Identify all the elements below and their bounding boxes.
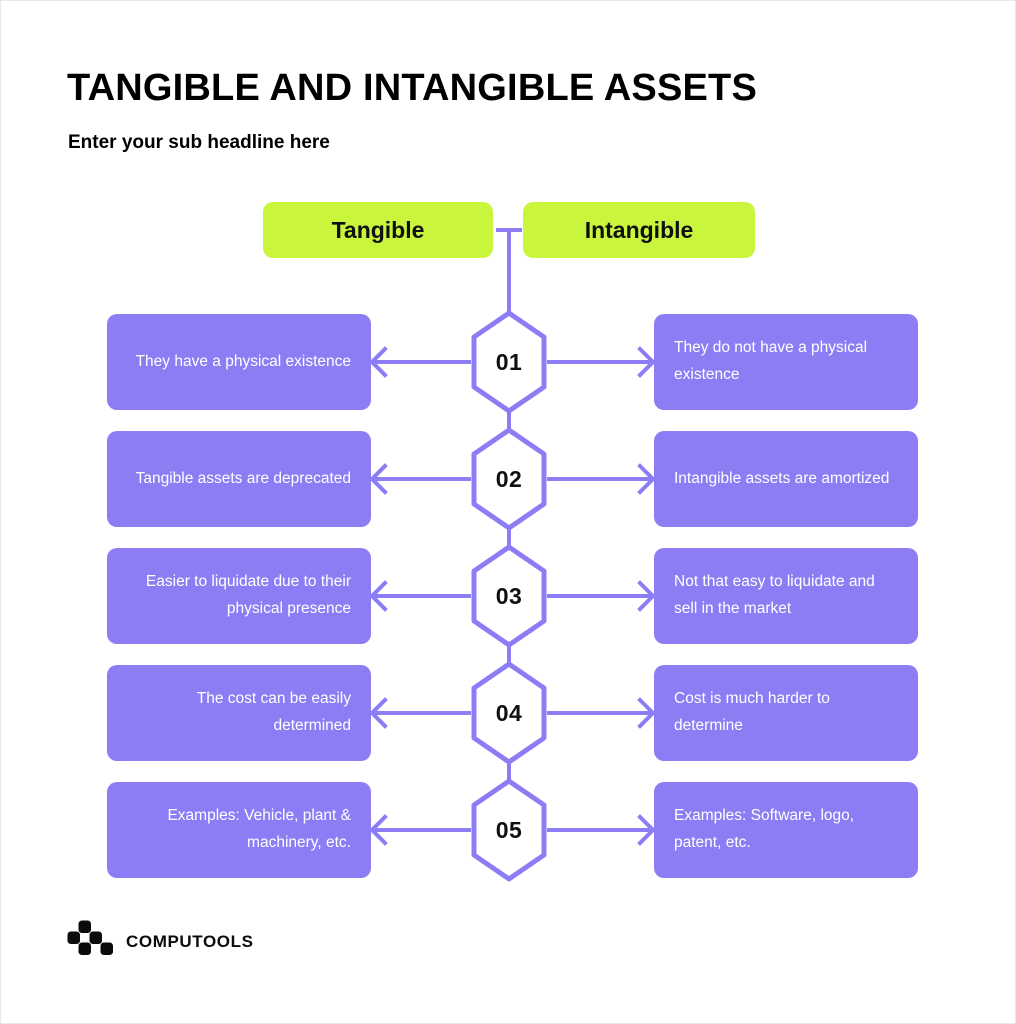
computools-logo-icon	[67, 920, 113, 955]
comparison-row: They have a physical existence 01 They d…	[1, 310, 1015, 414]
tangible-point-card: They have a physical existence	[107, 314, 371, 410]
step-number: 03	[495, 582, 523, 609]
column-header-tangible: Tangible	[263, 202, 493, 258]
comparison-row: Examples: Vehicle, plant & machinery, et…	[1, 778, 1015, 882]
tangible-point-card: Examples: Vehicle, plant & machinery, et…	[107, 782, 371, 878]
intangible-point-card: Not that easy to liquidate and sell in t…	[654, 548, 918, 644]
intangible-point-card: They do not have a physical existence	[654, 314, 918, 410]
tangible-point-card: Easier to liquidate due to their physica…	[107, 548, 371, 644]
step-number: 04	[495, 699, 523, 726]
step-number: 05	[495, 816, 523, 843]
intangible-point-card: Examples: Software, logo, patent, etc.	[654, 782, 918, 878]
tangible-point-card: The cost can be easily determined	[107, 665, 371, 761]
comparison-row: Easier to liquidate due to their physica…	[1, 544, 1015, 648]
comparison-row: Tangible assets are deprecated 02 Intang…	[1, 427, 1015, 531]
step-hexagon	[471, 544, 547, 648]
brand-name: COMPUTOOLS	[126, 932, 254, 951]
step-hexagon	[471, 778, 547, 882]
intangible-point-card: Cost is much harder to determine	[654, 665, 918, 761]
column-header-intangible: Intangible	[523, 202, 755, 258]
step-hexagon	[471, 427, 547, 531]
intangible-point-card: Intangible assets are amortized	[654, 431, 918, 527]
comparison-row: The cost can be easily determined 04 Cos…	[1, 661, 1015, 765]
step-number: 01	[495, 348, 523, 375]
brand-footer: COMPUTOOLS	[67, 920, 254, 964]
step-hexagon	[471, 310, 547, 414]
page-subtitle: Enter your sub headline here	[68, 132, 330, 153]
step-hexagon	[471, 661, 547, 765]
step-number: 02	[495, 465, 523, 492]
tangible-point-card: Tangible assets are deprecated	[107, 431, 371, 527]
page-title: TANGIBLE AND INTANGIBLE ASSETS	[67, 67, 757, 109]
